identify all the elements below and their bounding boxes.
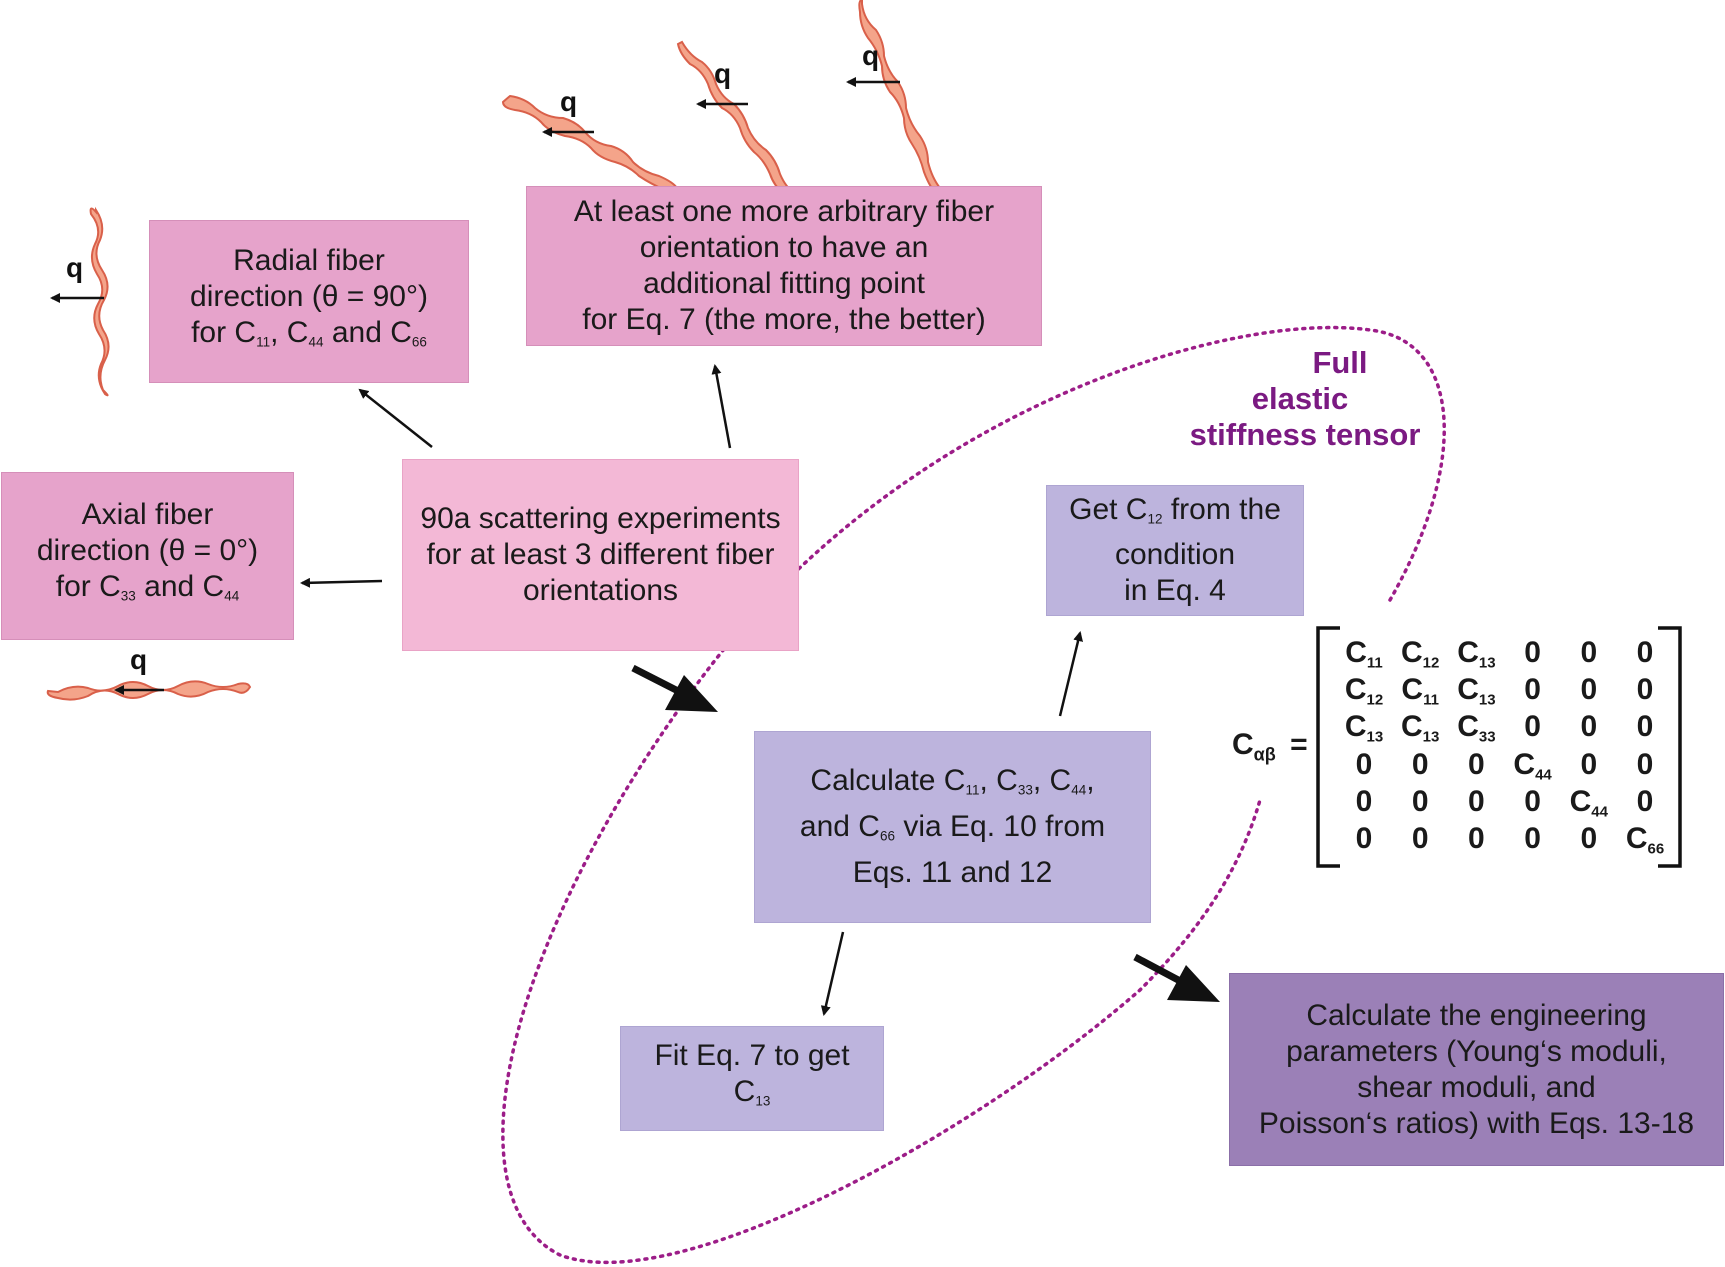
matrix-cell-6-4: 0: [1524, 822, 1541, 855]
fiber-arbitrary-1: [501, 94, 679, 193]
axial-line-1: Axial fiber: [81, 498, 214, 532]
matrix-cell-6-5: 0: [1580, 822, 1598, 855]
fit-c13-box: Fit Eq. 7 to get C13: [620, 1026, 884, 1131]
thick-arrow-to-calculate: [631, 664, 718, 712]
tensor-region-outline: [501, 325, 1446, 1265]
matrix-cell-5-4: 0: [1524, 784, 1541, 818]
matrix-cell-4-3: 0: [1468, 747, 1485, 781]
get-c12-line-1: Get C12 from the: [1069, 492, 1281, 527]
arbitrary-line-4: for Eq. 7 (the more, the better): [582, 303, 986, 336]
matrix-cell-3-4: 0: [1524, 710, 1541, 744]
radial-line-3: for C11, C44 and C66: [191, 315, 427, 350]
engineering-line-4: Poisson‘s ratios) with Eqs. 13-18: [1258, 1106, 1695, 1140]
matrix-cell-3-5: 0: [1580, 710, 1598, 744]
calculate-line-3: Eqs. 11 and 12: [852, 855, 1053, 889]
fiber-radial: [89, 206, 110, 397]
arbitrary-line-2: orientation to have an: [639, 231, 929, 264]
matrix-cell-1-2: C12: [1401, 636, 1440, 672]
matrix-cell-2-3: C13: [1457, 673, 1496, 709]
scattering-line-3: orientations: [522, 574, 679, 607]
matrix-cell-6-3: 0: [1468, 822, 1485, 855]
engineering-line-2: parameters (Young‘s moduli,: [1286, 1034, 1667, 1068]
arrow-to-arbitrary: [711, 364, 732, 449]
axial-direction-box: Axial fiber direction (θ = 0°) for C33 a…: [1, 472, 294, 640]
matrix-cell-5-5: C44: [1569, 784, 1608, 821]
matrix-cell-2-2: C11: [1401, 673, 1439, 709]
tensor-title-line-1: Full: [1312, 345, 1368, 380]
tensor-title-line-2: elastic: [1251, 381, 1349, 416]
arrow-to-radial: [358, 388, 433, 448]
stiffness-symbol: Cαβ =: [1232, 728, 1308, 765]
thick-arrow-to-engineering: [1133, 953, 1220, 1002]
scattering-line-1: 90a scattering experiments: [420, 502, 781, 535]
calculate-constants-box: Calculate C11, C33, C44, and C66 via Eq.…: [754, 731, 1151, 923]
tensor-title: Full elastic stiffness tensor: [1150, 345, 1440, 453]
matrix-cell-6-2: 0: [1411, 822, 1429, 855]
get-c12-box: Get C12 from the condition in Eq. 4: [1046, 485, 1304, 616]
matrix-cell-2-5: 0: [1580, 673, 1598, 707]
radial-direction-box: Radial fiber direction (θ = 90°) for C11…: [149, 220, 469, 383]
matrix-cell-4-4: C44: [1513, 747, 1552, 783]
matrix-cell-2-4: 0: [1524, 673, 1541, 707]
matrix-cell-5-3: 0: [1468, 784, 1485, 818]
q-label-radial: q: [66, 252, 84, 283]
engineering-line-1: Calculate the engineering: [1306, 998, 1647, 1032]
matrix-cell-4-5: 0: [1580, 747, 1598, 781]
radial-line-1: Radial fiber: [233, 243, 385, 277]
arbitrary-line-1: At least one more arbitrary fiber: [573, 195, 995, 228]
fit-line-1: Fit Eq. 7 to get: [654, 1038, 850, 1072]
arrow-to-axial: [300, 577, 383, 588]
tensor-title-line-3: stiffness tensor: [1189, 417, 1421, 452]
scattering-experiments-box: 90a scattering experiments for at least …: [402, 459, 799, 651]
q-label-arbitrary-1: q: [560, 86, 578, 117]
axial-line-2: direction (θ = 0°): [36, 534, 259, 568]
calculate-line-1: Calculate C11, C33, C44,: [810, 764, 1095, 798]
engineering-parameters-box: Calculate the engineering parameters (Yo…: [1229, 973, 1724, 1166]
matrix-cell-4-1: 0: [1355, 747, 1373, 781]
scattering-line-2: for at least 3 different fiber: [426, 538, 775, 571]
matrix-cell-3-2: C13: [1401, 710, 1440, 746]
engineering-line-3: shear moduli, and: [1357, 1070, 1596, 1104]
matrix-cell-3-1: C13: [1344, 710, 1384, 746]
calculate-line-2: and C66 via Eq. 10 from: [799, 810, 1106, 844]
arbitrary-orientation-box: At least one more arbitrary fiber orient…: [526, 186, 1042, 346]
q-label-axial: q: [130, 644, 148, 675]
get-c12-line-3: in Eq. 4: [1124, 574, 1226, 608]
matrix-cell-5-1: 0: [1355, 784, 1373, 818]
radial-line-2: direction (θ = 90°): [190, 279, 428, 313]
matrix-cell-1-6: 0: [1636, 636, 1654, 669]
matrix-cell-4-2: 0: [1411, 747, 1429, 781]
matrix-cell-5-6: 0: [1636, 784, 1654, 818]
matrix-cell-2-1: C12: [1344, 673, 1384, 709]
arbitrary-line-3: additional fitting point: [643, 267, 925, 300]
fiber-arbitrary-2: [676, 40, 796, 197]
matrix-cell-4-6: 0: [1636, 747, 1654, 781]
axial-line-3: for C33 and C44: [55, 570, 240, 604]
q-label-arbitrary-2: q: [714, 58, 732, 89]
matrix-cell-1-3: C13: [1457, 636, 1496, 672]
matrix-cell-1-5: 0: [1580, 636, 1598, 669]
matrix-cell-5-2: 0: [1411, 784, 1429, 818]
get-c12-line-2: condition: [1114, 538, 1236, 572]
matrix-cell-2-6: 0: [1636, 673, 1654, 707]
matrix-cell-3-3: C33: [1457, 710, 1496, 746]
matrix-cell-1-4: 0: [1524, 636, 1541, 669]
arrow-to-get-c12: [1058, 631, 1083, 717]
matrix-cell-3-6: 0: [1636, 710, 1654, 744]
q-label-arbitrary-3: q: [862, 40, 880, 71]
matrix-cell-1-1: C11: [1345, 636, 1383, 672]
fiber-arbitrary-3: [858, 0, 943, 198]
matrix-brackets: [1316, 626, 1682, 868]
arrow-to-fit: [820, 931, 845, 1016]
matrix-cell-6-6: C66: [1625, 822, 1665, 858]
matrix-cell-6-1: 0: [1355, 822, 1373, 855]
fit-line-2: C13: [733, 1074, 771, 1109]
